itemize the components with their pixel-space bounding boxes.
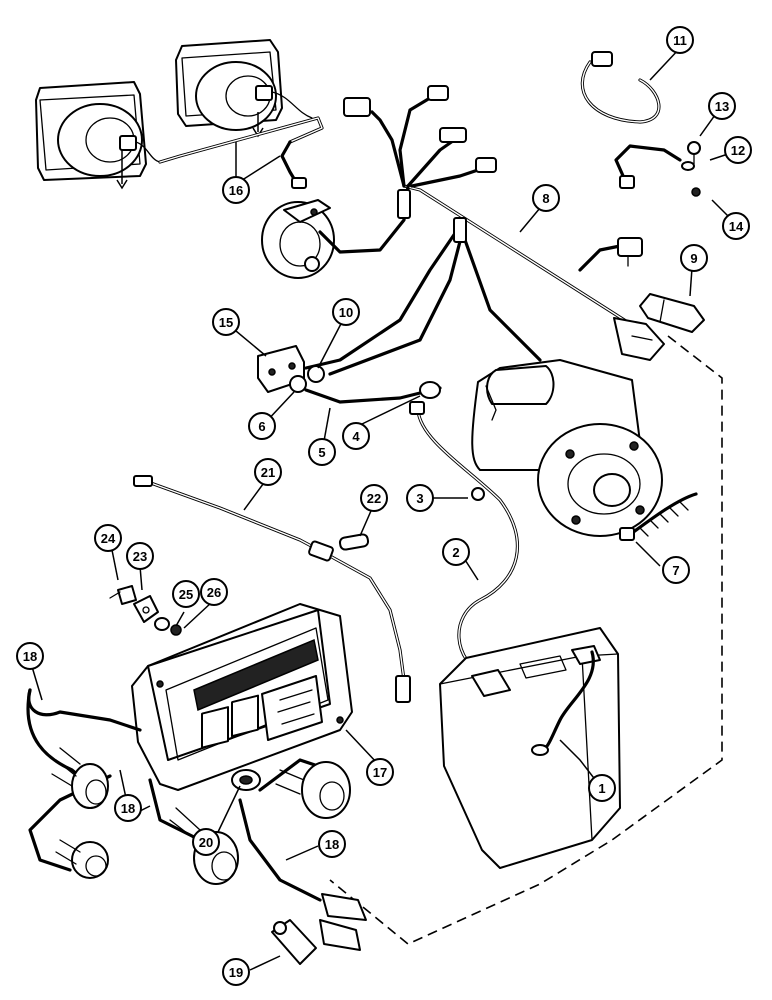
callout-16: 16 (222, 176, 250, 204)
svg-text:4: 4 (352, 429, 360, 444)
svg-text:12: 12 (731, 143, 745, 158)
callout-15: 15 (212, 308, 240, 336)
svg-text:21: 21 (261, 465, 275, 480)
svg-text:16: 16 (229, 183, 243, 198)
svg-text:14: 14 (729, 219, 744, 234)
callout-8: 8 (532, 184, 560, 212)
svg-text:19: 19 (229, 965, 243, 980)
left-headlight (35, 81, 161, 190)
svg-text:3: 3 (416, 491, 423, 506)
svg-text:2: 2 (452, 545, 459, 560)
callout-2: 2 (442, 538, 470, 566)
callout-20: 20 (192, 828, 220, 856)
battery (439, 627, 621, 869)
callout-10: 10 (332, 298, 360, 326)
svg-text:11: 11 (673, 33, 687, 48)
switch-right (275, 761, 351, 819)
callout-18-mid: 18 (114, 794, 142, 822)
svg-text:6: 6 (258, 419, 265, 434)
svg-text:8: 8 (542, 191, 549, 206)
grommet (231, 769, 261, 791)
lead-wire-21 (133, 475, 411, 703)
svg-text:18: 18 (325, 837, 339, 852)
callout-5: 5 (308, 438, 336, 466)
callout-13: 13 (708, 92, 736, 120)
callout-6: 6 (248, 412, 276, 440)
callout-26: 26 (200, 578, 228, 606)
callout-7: 7 (662, 556, 690, 584)
callout-11: 11 (666, 26, 694, 54)
svg-text:9: 9 (690, 251, 697, 266)
fuse (338, 533, 370, 551)
mounting-hardware (109, 585, 182, 636)
horn (261, 199, 335, 279)
callout-23: 23 (126, 542, 154, 570)
callout-25: 25 (172, 580, 200, 608)
connector-boot (271, 919, 317, 965)
callout-22: 22 (360, 484, 388, 512)
svg-text:20: 20 (199, 835, 213, 850)
callout-3: 3 (406, 484, 434, 512)
callout-14: 14 (722, 212, 750, 240)
starter-motor (471, 359, 698, 541)
svg-text:5: 5 (318, 445, 325, 460)
battery-cable-2 (409, 401, 519, 678)
svg-text:23: 23 (133, 549, 147, 564)
callout-24: 24 (94, 524, 122, 552)
connector-plug (639, 293, 705, 333)
main-harness (304, 85, 665, 376)
harness-boundary-dashed (329, 335, 723, 945)
svg-text:18: 18 (121, 801, 135, 816)
svg-text:13: 13 (715, 99, 729, 114)
callout-1: 1 (588, 774, 616, 802)
callout-21: 21 (254, 458, 282, 486)
callout-19: 19 (222, 958, 250, 986)
instrument-panel (131, 603, 353, 791)
svg-text:15: 15 (219, 315, 233, 330)
switch-left-upper (51, 747, 109, 809)
svg-text:22: 22 (367, 491, 381, 506)
callout-4: 4 (342, 422, 370, 450)
screw-and-washers (681, 141, 701, 197)
connector-18 (319, 893, 367, 951)
right-headlight (175, 39, 313, 138)
svg-text:24: 24 (101, 531, 116, 546)
strap-wire (580, 51, 661, 124)
svg-text:7: 7 (672, 563, 679, 578)
headlight-jumper-wire (158, 116, 324, 189)
callout-17: 17 (366, 758, 394, 786)
callout-12: 12 (724, 136, 752, 164)
callout-9: 9 (680, 244, 708, 272)
svg-text:26: 26 (207, 585, 221, 600)
switch-left-lower (55, 839, 109, 879)
terminal-4 (419, 381, 441, 399)
svg-text:18: 18 (23, 649, 37, 664)
svg-text:1: 1 (598, 781, 605, 796)
svg-text:25: 25 (179, 587, 193, 602)
svg-text:10: 10 (339, 305, 353, 320)
ground-wire (614, 144, 682, 189)
svg-text:17: 17 (373, 765, 387, 780)
callout-18-top: 18 (16, 642, 44, 670)
callout-18-bottom: 18 (318, 830, 346, 858)
cable-connector-6 (289, 365, 325, 393)
